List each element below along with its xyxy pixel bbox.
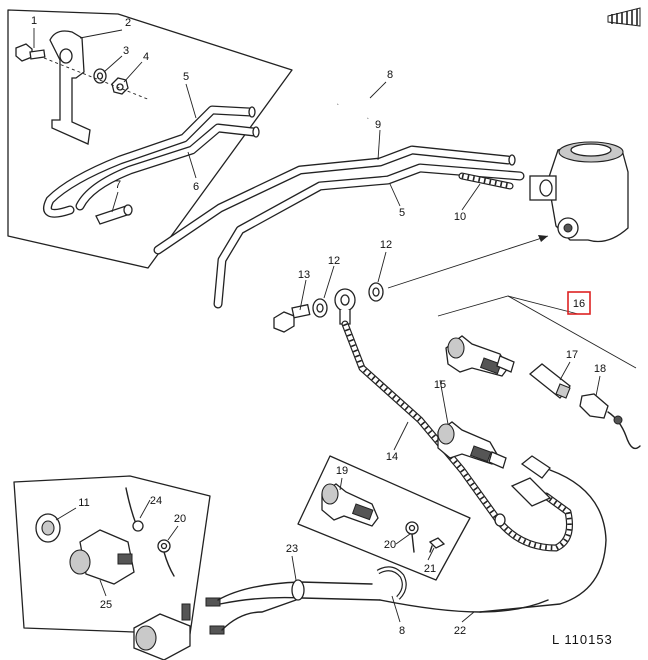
callout-2: 2 <box>125 17 131 29</box>
callout-leaders <box>33 28 601 623</box>
switch-inset-25 <box>13 475 211 635</box>
hydraulic-line-assembly <box>153 94 629 309</box>
tube-pair-inset <box>43 105 260 218</box>
bracket-part-2 <box>49 30 91 145</box>
connection-arrow-line <box>387 235 549 289</box>
callout-12-left: 12 <box>328 255 340 267</box>
callout-19: 19 <box>336 465 348 477</box>
pin-part-7 <box>95 204 133 225</box>
callout-1: 1 <box>31 15 37 27</box>
wire-part-22 <box>379 599 549 613</box>
switch-inset-19 <box>297 455 471 581</box>
callout-11: 11 <box>78 497 89 509</box>
connection-arrowhead <box>538 235 548 242</box>
banjo-hose-assembly <box>273 282 573 552</box>
master-cylinder <box>529 141 629 243</box>
callout-17: 17 <box>566 349 578 361</box>
callout-20-inset: 20 <box>384 539 396 551</box>
terminal-part-18 <box>579 393 641 450</box>
washer-part-3 <box>93 68 107 84</box>
ring-terminal-part-20 <box>157 539 175 577</box>
callout-14: 14 <box>386 451 398 463</box>
callout-8-lower: 8 <box>399 625 405 637</box>
callout-15: 15 <box>434 379 446 391</box>
hose-end-fitting <box>494 477 552 527</box>
figure-reference: L 110153 <box>552 632 613 647</box>
callout-5-upper: 5 <box>183 71 189 83</box>
grommet <box>291 579 305 601</box>
callout-7: 7 <box>115 179 121 191</box>
callout-24: 24 <box>150 495 162 507</box>
switch-inset-frame <box>297 455 471 581</box>
callout-18: 18 <box>594 363 606 375</box>
callout-20-left: 20 <box>174 513 186 525</box>
callout-4: 4 <box>143 51 149 63</box>
switch-group-16 <box>437 291 641 613</box>
callout-23: 23 <box>286 543 298 555</box>
lower-switch-connector <box>479 455 607 613</box>
wire-part-24 <box>125 487 144 532</box>
callout-labels: 1 2 3 4 5 6 7 8 9 5 10 13 12 12 16 15 17… <box>31 15 606 637</box>
callout-25: 25 <box>100 599 112 611</box>
callout-16: 16 <box>573 298 585 310</box>
brake-switch-part-15-upper <box>445 335 515 377</box>
pressure-switch <box>133 597 225 660</box>
callout-10: 10 <box>454 211 466 223</box>
screw-part-21 <box>428 537 446 553</box>
assembly-axis-line <box>43 57 151 101</box>
bracket-inset <box>7 9 293 269</box>
brake-switch-part-15-lower <box>437 421 507 469</box>
callout-8-upper: 8 <box>387 69 393 81</box>
callout-3: 3 <box>123 45 129 57</box>
switch-part-19 <box>321 483 379 527</box>
callout-21: 21 <box>424 563 436 575</box>
ring-terminal-part-20-inset <box>405 521 419 553</box>
callout-16-highlight <box>567 291 591 315</box>
cap-part-11 <box>35 513 61 543</box>
callout-12-right: 12 <box>380 239 392 251</box>
bolt-part-13 <box>273 303 311 333</box>
switch-inset-25-frame <box>13 475 211 635</box>
washer-part-12-right <box>368 282 384 302</box>
orientation-arrow-icon <box>607 7 641 27</box>
switch-part-25 <box>69 529 135 585</box>
callout-22: 22 <box>454 625 466 637</box>
callout-5-lower: 5 <box>399 207 405 219</box>
callout-6: 6 <box>193 181 199 193</box>
callout-9: 9 <box>375 119 381 131</box>
banjo-fitting <box>334 288 356 325</box>
wiring-harness <box>133 566 549 660</box>
callout-13: 13 <box>298 269 310 281</box>
bolt-part-1 <box>15 43 46 62</box>
connector-part-17 <box>528 363 571 399</box>
bracket-inset-frame <box>7 9 293 269</box>
washer-part-12-left <box>312 298 328 318</box>
